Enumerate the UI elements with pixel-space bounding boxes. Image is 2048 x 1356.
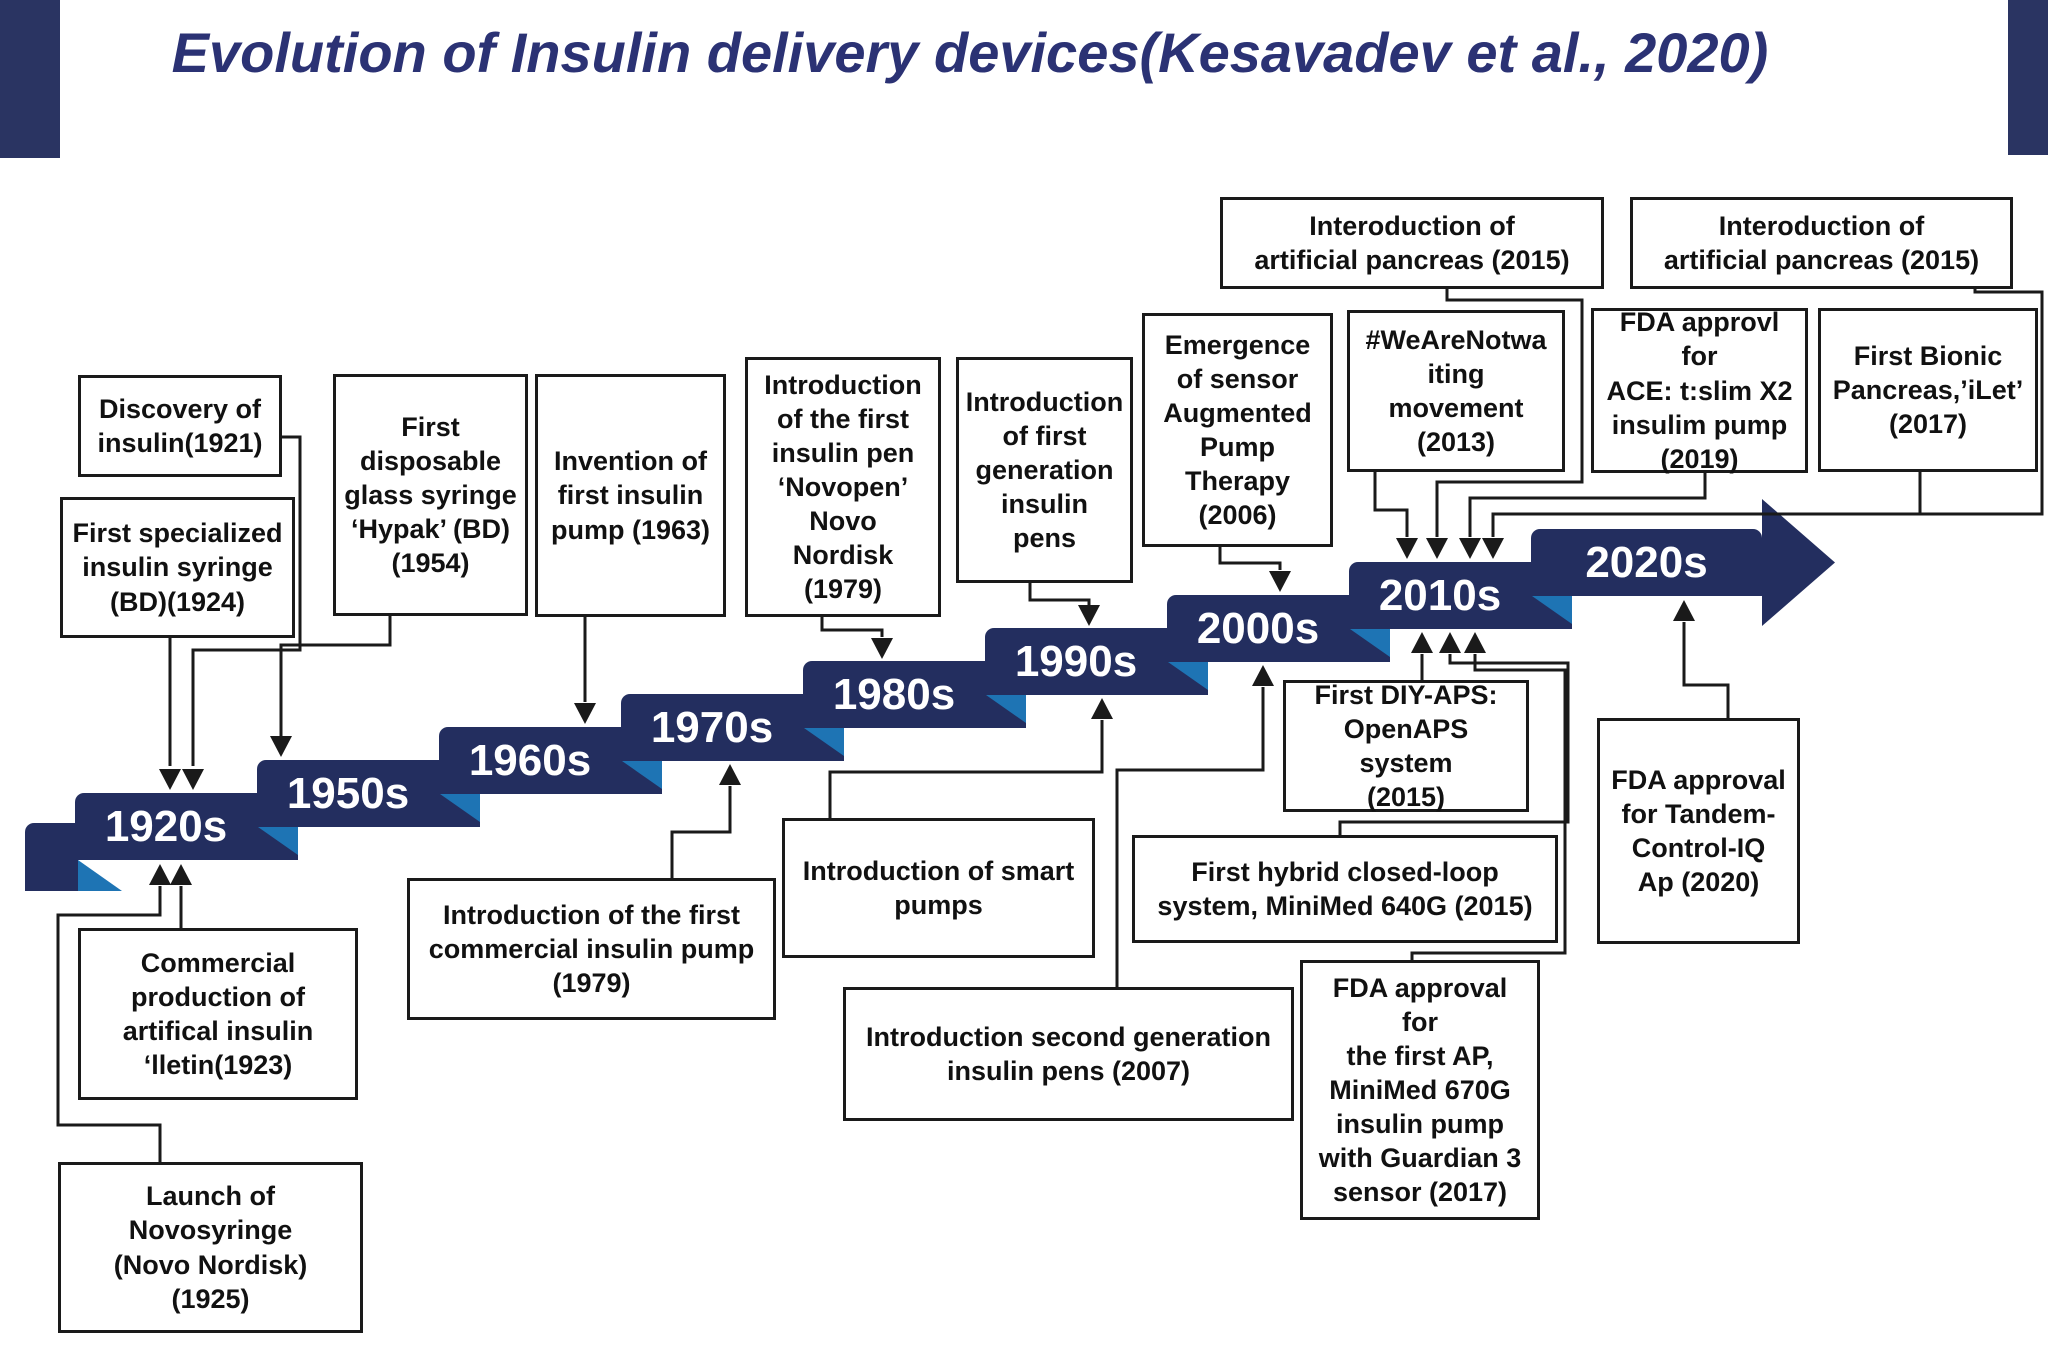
- decade-label-2020s: 2020s: [1585, 538, 1708, 587]
- arrowhead-down-2010s-c: [1459, 538, 1481, 559]
- connector-bionic: [1491, 472, 1922, 537]
- arrowhead-up-1970s: [719, 764, 741, 785]
- connector-emergence: [1218, 547, 1282, 570]
- decade-label-2000s: 2000s: [1196, 604, 1320, 653]
- decade-label-1920s: 1920s: [104, 802, 228, 851]
- milestone-box-specialized-syringe-1924: First specialized insulin syringe (BD)(1…: [60, 497, 295, 638]
- arrowhead-down-1950s: [270, 736, 292, 757]
- arrowhead-up-1990s: [1091, 698, 1113, 719]
- timeline-fold-tail: [78, 860, 122, 891]
- milestone-box-diy-aps-openaps-2015: First DIY-APS: OpenAPS system (2015): [1283, 680, 1529, 812]
- milestone-box-discovery-1921: Discovery of insulin(1921): [78, 375, 282, 477]
- milestone-box-fda-tandem-control-iq-2020: FDA approval for Tandem- Control-IQ Ap (…: [1597, 718, 1800, 944]
- milestone-box-artificial-pancreas-2015-left: Interoduction of artificial pancreas (20…: [1220, 197, 1604, 289]
- arrowhead-down-1960s: [574, 703, 596, 724]
- decade-label-1960s: 1960s: [468, 736, 592, 785]
- timeline-ribbon-tail: [25, 823, 78, 891]
- milestone-box-commercial-pump-1979: Introduction of the first commercial ins…: [407, 878, 776, 1020]
- milestone-box-sensor-augmented-pump-2006: Emergence of sensor Augmented Pump Thera…: [1142, 313, 1333, 547]
- arrowhead-down-1990s: [1078, 605, 1100, 626]
- arrowhead-down-1980s: [871, 638, 893, 659]
- decade-label-1950s: 1950s: [286, 769, 410, 818]
- milestone-box-novosyringe-1925: Launch of Novosyringe (Novo Nordisk) (19…: [58, 1162, 363, 1333]
- milestone-box-artificial-pancreas-2015-right: Interoduction of artificial pancreas (20…: [1630, 197, 2013, 289]
- decade-label-1990s: 1990s: [1014, 637, 1138, 686]
- connector-fda-tslim: [1468, 473, 1707, 537]
- milestone-box-novopen-1979: Introduction of the first insulin pen ‘N…: [745, 357, 941, 617]
- milestone-box-fda-tslim-x2-2019: FDA approvl for ACE: t:slim X2 insulim p…: [1591, 307, 1808, 474]
- milestone-box-fda-670g-guardian3-2017: FDA approval for the first AP, MiniMed 6…: [1300, 960, 1540, 1220]
- milestone-box-first-generation-pens: Introduction of first generation insulin…: [956, 357, 1133, 583]
- left-edge-accent-bar: [0, 0, 60, 158]
- decade-label-1980s: 1980s: [832, 670, 956, 719]
- arrowhead-up-1920s-b: [149, 864, 171, 885]
- milestone-box-wearenotwaiting-2013: #WeAreNotwa iting movement (2013): [1347, 310, 1565, 472]
- milestone-box-commercial-iletin-1923: Commercial production of artifical insul…: [78, 928, 358, 1100]
- timeline-step-1960s: 1960s: [439, 727, 662, 794]
- milestone-box-first-pump-1963: Invention of first insulin pump (1963): [535, 374, 726, 617]
- arrowhead-down-1920s-b: [159, 769, 181, 790]
- arrowhead-up-2010s-a: [1411, 632, 1433, 653]
- decade-label-1970s: 1970s: [650, 703, 774, 752]
- milestone-box-smart-pumps: Introduction of smart pumps: [782, 818, 1095, 958]
- connector-hypak: [279, 616, 392, 736]
- connector-tandem: [1682, 622, 1730, 718]
- arrowhead-up-2000s: [1252, 665, 1274, 686]
- arrowhead-up-2010s-b: [1439, 632, 1461, 653]
- page-title: Evolution of Insulin delivery devices(Ke…: [171, 21, 1769, 84]
- arrowhead-up-1920s-a: [170, 864, 192, 885]
- arrowhead-down-2000s: [1269, 571, 1291, 592]
- right-edge-accent-bar: [2008, 0, 2048, 155]
- milestone-box-bionic-pancreas-ilet-2017: First Bionic Pancreas,’iLet’ (2017): [1818, 308, 2038, 472]
- arrowhead-down-2010s-b: [1426, 538, 1448, 559]
- milestone-box-hypak-1954: First disposable glass syringe ‘Hypak’ (…: [333, 374, 528, 616]
- connector-novopen: [820, 617, 884, 637]
- milestone-box-second-generation-pens-2007: Introduction second generation insulin p…: [843, 987, 1294, 1121]
- arrowhead-down-2010s-d: [1482, 538, 1504, 559]
- milestone-box-hybrid-closed-loop-640g-2015: First hybrid closed-loop system, MiniMed…: [1132, 835, 1558, 943]
- connector-pump1979: [670, 786, 732, 878]
- decade-label-2010s: 2010s: [1378, 571, 1502, 620]
- arrowhead-down-1920s-a: [182, 769, 204, 790]
- connector-smartpumps: [828, 720, 1104, 818]
- arrowhead-up-2020s: [1673, 600, 1695, 621]
- arrowhead-up-2010s-c: [1464, 632, 1486, 653]
- timeline-step-2020s: 2020s: [1531, 529, 1762, 596]
- arrowhead-down-2010s-a: [1396, 538, 1418, 559]
- connector-wanw: [1373, 472, 1409, 537]
- connector-gen1pens: [1028, 583, 1091, 605]
- timeline-arrowhead: [1762, 499, 1835, 626]
